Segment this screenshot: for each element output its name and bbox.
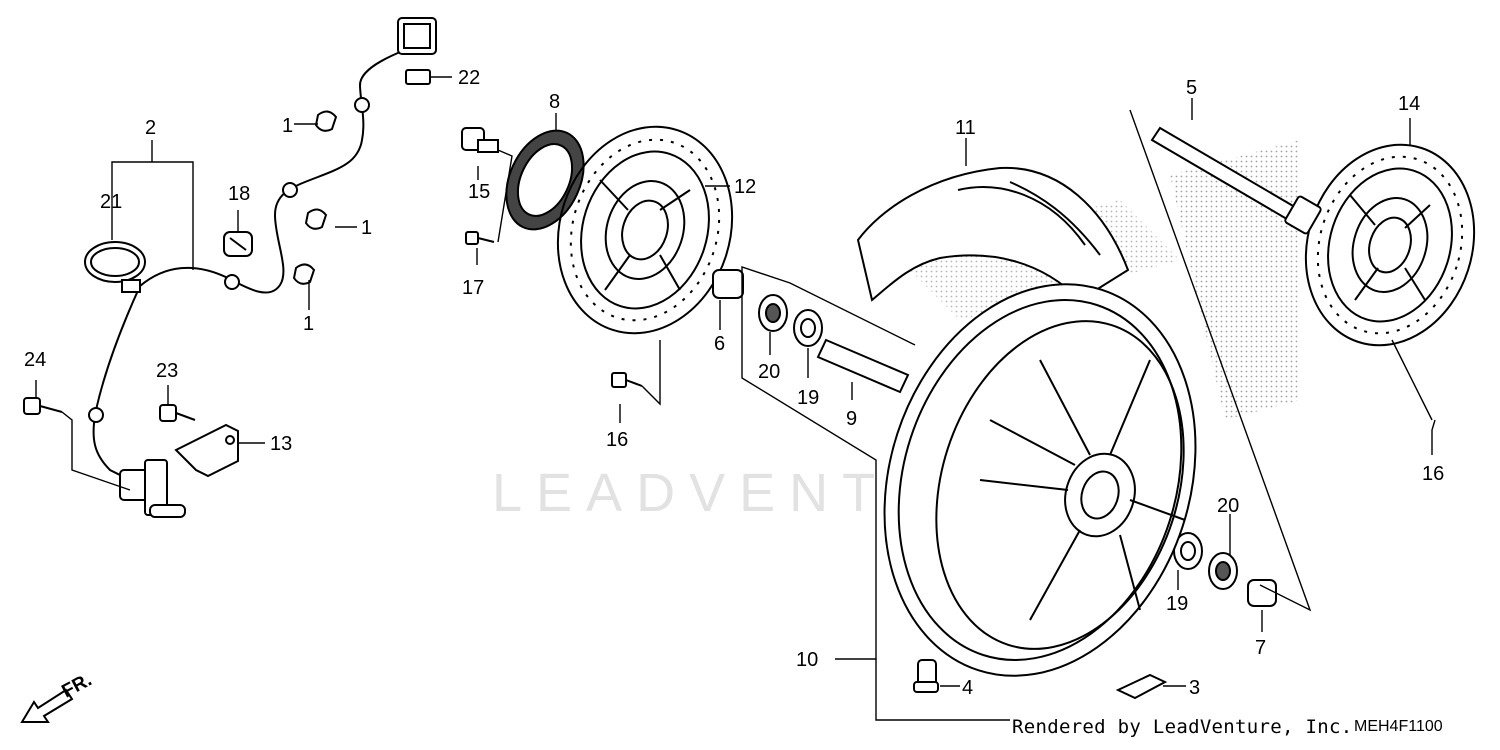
leader-lines	[35, 76, 1436, 721]
brake-disc-left	[556, 125, 734, 335]
sensor-stay-bracket	[174, 423, 239, 478]
callout-label: 21	[100, 191, 122, 213]
collars-seals-bearings	[712, 269, 1277, 607]
callout-label: 8	[549, 91, 560, 113]
callout-label: 12	[734, 176, 756, 198]
callout-label: 3	[1189, 677, 1200, 699]
bolts-left	[23, 127, 643, 422]
callout-label: 20	[758, 361, 780, 383]
callout-label: 17	[462, 277, 484, 299]
callout-label: 14	[1398, 93, 1420, 115]
callout-label: 6	[714, 333, 725, 355]
callout-label: 2	[145, 117, 156, 139]
callouts: 1 1 1 2 21 18 22 24 23 13 8 15 17 12 16 …	[24, 67, 1444, 699]
callout-label: 24	[24, 349, 46, 371]
callout-label: 1	[282, 115, 293, 137]
callout-label: 22	[458, 67, 480, 89]
abs-wire-harness	[88, 17, 437, 481]
tire	[856, 166, 1130, 302]
brake-disc-right	[1304, 143, 1476, 347]
callout-label: 5	[1186, 77, 1197, 99]
callout-label: 13	[270, 433, 292, 455]
callout-label: 19	[1166, 593, 1188, 615]
callout-label: 20	[1217, 495, 1239, 517]
callout-label: 1	[303, 313, 314, 335]
grommet	[223, 231, 253, 257]
callout-label: 23	[156, 360, 178, 382]
callout-label: 19	[797, 387, 819, 409]
front-arrow-icon	[20, 688, 74, 723]
balance-weight	[1115, 673, 1168, 700]
render-credit: Rendered by LeadVenture, Inc.	[1012, 716, 1353, 738]
valve-stem	[913, 659, 939, 693]
callout-label: 10	[796, 649, 818, 671]
callout-label: 4	[962, 677, 973, 699]
front-direction-indicator: FR.	[20, 670, 95, 723]
callout-label: 15	[468, 181, 490, 203]
callout-label: 9	[846, 408, 857, 430]
clamp-band	[84, 241, 146, 293]
front-axle	[1150, 126, 1322, 235]
callout-label: 1	[361, 217, 372, 239]
cast-wheel	[883, 283, 1197, 677]
callout-label: 18	[228, 183, 250, 205]
callout-label: 16	[606, 429, 628, 451]
diagram-code: MEH4F1100	[1354, 718, 1443, 735]
callout-label: 11	[955, 117, 976, 139]
callout-label: 16	[1422, 463, 1444, 485]
abs-speed-sensor	[119, 459, 186, 518]
callout-label: 7	[1255, 637, 1266, 659]
